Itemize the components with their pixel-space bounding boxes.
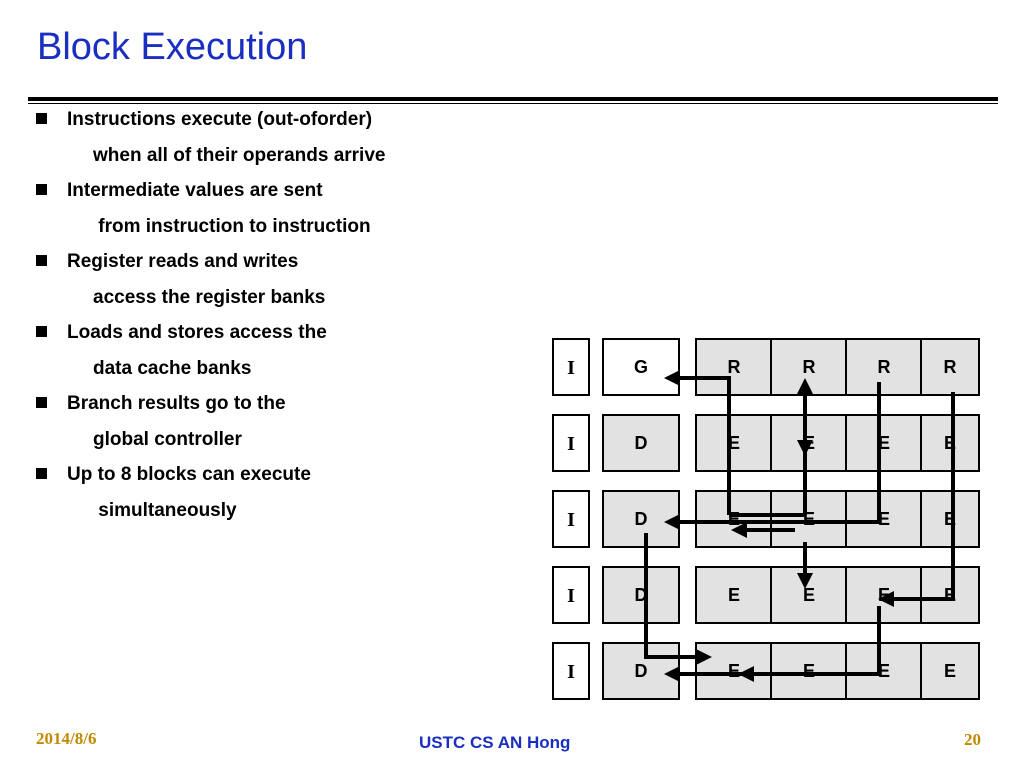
footer-author: USTC CS AN Hong: [419, 733, 571, 752]
bullet-text: Intermediate values are sent: [67, 180, 323, 201]
bullet-text: Branch results go to the: [67, 393, 286, 414]
bullet-item: Loads and stores access the: [36, 320, 506, 356]
bullet-continuation: data cache banks: [93, 357, 252, 379]
footer-date: 2014/8/6: [36, 729, 97, 748]
square-bullet-icon: [36, 462, 67, 488]
bullet-item: Register reads and writes: [36, 249, 506, 285]
arrow-exec-to-dcache: [664, 606, 881, 682]
bullet-continuation: when all of their operands arrive: [93, 144, 386, 166]
bullet-continuation: simultaneously: [93, 499, 237, 521]
bullet-item: Instructions execute (out-oforder): [36, 107, 506, 143]
square-bullet-icon: [36, 178, 67, 204]
bullet-continuation: global controller: [93, 428, 242, 450]
square-bullet-icon: [36, 391, 67, 417]
bullet-text: Loads and stores access the: [67, 322, 327, 343]
square-bullet-icon: [36, 107, 67, 133]
title-rule-thick: [28, 97, 998, 101]
square-bullet-icon: [36, 249, 67, 275]
arrow-dcache-to-exec: [644, 533, 712, 665]
arrow-reg-to-exec-row3: [878, 392, 955, 607]
bullet-item: Intermediate values are sent: [36, 178, 506, 214]
bullet-item: Branch results go to the: [36, 391, 506, 427]
bullet-text: Up to 8 blocks can execute: [67, 464, 311, 485]
bullet-text: Instructions execute (out-oforder): [67, 109, 373, 130]
bullet-continuation: from instruction to instruction: [93, 215, 371, 237]
bullet-item: Up to 8 blocks can execute: [36, 462, 506, 498]
bullet-list: Instructions execute (out-oforder) when …: [36, 107, 506, 533]
arrow-reg-to-global: [664, 370, 731, 515]
slide-title: Block Execution: [37, 26, 308, 68]
title-rule-thin: [28, 103, 998, 104]
page-number: 20: [964, 730, 981, 749]
bullet-text: Register reads and writes: [67, 251, 299, 272]
bullet-continuation: access the register banks: [93, 286, 326, 308]
square-bullet-icon: [36, 320, 67, 346]
arrow-reg-to-dcache: [664, 382, 881, 530]
